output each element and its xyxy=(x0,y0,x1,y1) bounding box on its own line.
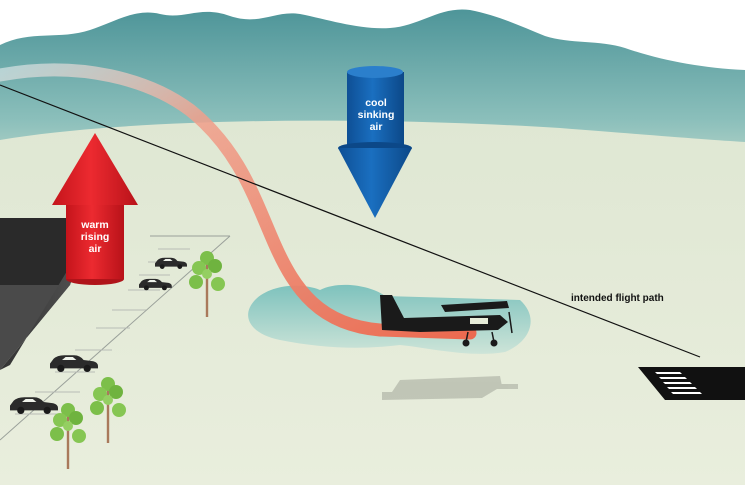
flight-path-label: intended flight path xyxy=(571,293,664,304)
parking-lot xyxy=(0,235,231,441)
warm-label-line3: air xyxy=(89,243,102,255)
actual-flight-path-curve xyxy=(0,63,477,340)
airplane-icon xyxy=(380,295,513,347)
airplane-reflection xyxy=(382,376,518,400)
cool-sinking-air-arrow: cool sinking air xyxy=(338,66,412,218)
cool-label-line2: sinking xyxy=(358,109,395,121)
warm-label-line1: warm xyxy=(80,219,108,231)
runway-threshold-icon xyxy=(638,367,745,400)
warm-label-line2: rising xyxy=(81,231,110,243)
warm-rising-air-arrow: warm rising air xyxy=(52,133,138,285)
cool-label-line1: cool xyxy=(365,97,387,109)
cool-label-line3: air xyxy=(370,121,383,133)
intended-flight-path-line xyxy=(0,84,701,358)
